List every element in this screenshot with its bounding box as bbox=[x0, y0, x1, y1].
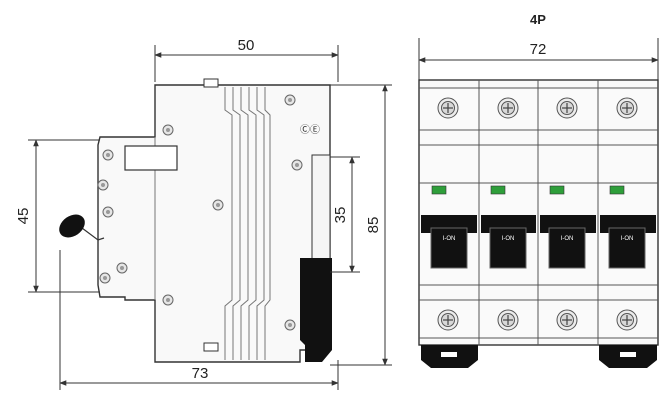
total-height-label: 85 bbox=[365, 217, 382, 234]
bottom-notch bbox=[203, 342, 219, 352]
pole-3: I-ON bbox=[540, 97, 596, 331]
rail-height-label: 35 bbox=[332, 207, 349, 224]
label-window bbox=[124, 145, 178, 171]
side-width-label: 50 bbox=[238, 37, 255, 54]
pole-count-title: 4P bbox=[530, 12, 546, 27]
terminal-screw-icon bbox=[556, 97, 578, 119]
screw-icon bbox=[284, 94, 296, 106]
pole-2: I-ON bbox=[481, 97, 536, 331]
screw-icon bbox=[99, 272, 111, 284]
pole-switch[interactable] bbox=[489, 227, 527, 269]
terminal-screw-icon bbox=[497, 309, 519, 331]
pole-4: I-ON bbox=[600, 97, 656, 331]
indicator-window bbox=[431, 185, 447, 195]
top-notch bbox=[203, 78, 219, 88]
side-dimensions bbox=[28, 45, 392, 390]
indicator-window bbox=[609, 185, 625, 195]
din-clip-slot bbox=[620, 352, 636, 357]
terminal-screw-icon bbox=[497, 97, 519, 119]
screw-icon bbox=[97, 179, 109, 191]
screw-icon bbox=[291, 159, 303, 171]
indicator-window bbox=[549, 185, 565, 195]
side-view: ⒸⒺ bbox=[59, 78, 332, 363]
screw-icon bbox=[162, 124, 174, 136]
din-rail-clip bbox=[311, 154, 331, 261]
side-total-width-label: 73 bbox=[192, 365, 209, 382]
screw-icon bbox=[102, 206, 114, 218]
screw-icon bbox=[162, 294, 174, 306]
switch-label: I-ON bbox=[443, 236, 456, 242]
front-dimensions bbox=[418, 38, 659, 80]
indicator-window bbox=[490, 185, 506, 195]
front-view: I-ON I-ON I-ON I-ON bbox=[418, 79, 659, 368]
switch-label: I-ON bbox=[621, 236, 634, 242]
screw-icon bbox=[116, 262, 128, 274]
terminal-screw-icon bbox=[437, 309, 459, 331]
terminal-screw-icon bbox=[556, 309, 578, 331]
handle-knob bbox=[59, 214, 85, 238]
terminal-screw-icon bbox=[616, 309, 638, 331]
handle-lever-arm bbox=[81, 227, 105, 241]
screw-icon bbox=[212, 199, 224, 211]
screw-icon bbox=[284, 319, 296, 331]
screw-icon bbox=[102, 149, 114, 161]
terminal-screw-icon bbox=[616, 97, 638, 119]
din-clip-slot bbox=[441, 352, 457, 357]
switch-label: I-ON bbox=[561, 236, 574, 242]
pole-1: I-ON bbox=[421, 97, 477, 331]
handle-height-label: 45 bbox=[15, 208, 32, 225]
din-rail-latch bbox=[300, 258, 332, 362]
front-width-label: 72 bbox=[530, 41, 547, 58]
side-view-body bbox=[97, 84, 331, 363]
pole-switch[interactable] bbox=[430, 227, 468, 269]
pole-switch[interactable] bbox=[608, 227, 646, 269]
terminal-screw-icon bbox=[437, 97, 459, 119]
pole-switch[interactable] bbox=[548, 227, 586, 269]
switch-label: I-ON bbox=[502, 236, 515, 242]
ce-mark: ⒸⒺ bbox=[300, 124, 320, 136]
